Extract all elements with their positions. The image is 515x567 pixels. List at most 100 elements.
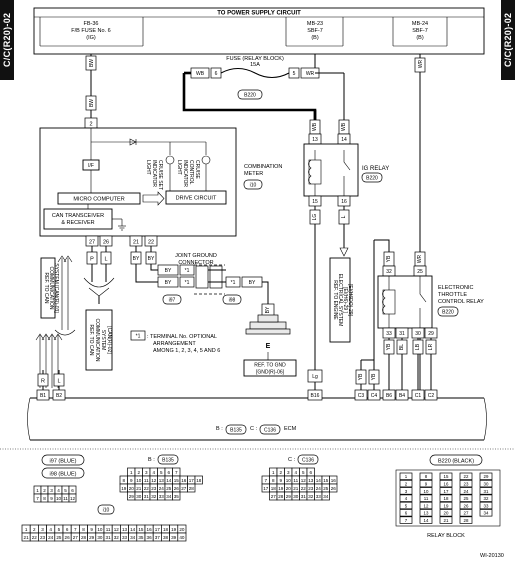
- meter-pin-2: 2: [89, 122, 92, 128]
- ig-pin-1: 13: [312, 137, 318, 143]
- pin-number: 35: [174, 494, 180, 499]
- pin-number: 9: [50, 496, 53, 501]
- wire-p: P: [90, 257, 94, 263]
- engine-ref-3: [EI(H6)-29 ]: [342, 287, 348, 313]
- etc-wire-lb: LB: [415, 343, 421, 350]
- pin-cell: [459, 501, 473, 510]
- pin-number: 15: [444, 474, 449, 479]
- pin-number: 31: [144, 494, 150, 499]
- pin-number: 34: [166, 494, 172, 499]
- can-ref1-line1: REF. TO CAN: [43, 273, 49, 304]
- pin-cell: [439, 479, 453, 488]
- ig-wire-wb-2: WB: [341, 122, 347, 131]
- ground-wire-1: BY: [165, 268, 172, 274]
- pin-number: 10: [286, 478, 292, 483]
- legend-i97: i97 (BLUE): [50, 459, 77, 465]
- pin-number: 12: [70, 496, 76, 501]
- pin-cell: [439, 501, 453, 510]
- etc-pin-3: 33: [386, 331, 392, 337]
- ground-wire-4: BY: [265, 306, 271, 313]
- figure-id: WI-20130: [480, 553, 504, 559]
- pin-cell: [419, 472, 433, 480]
- pin-number: 34: [323, 494, 329, 499]
- pin-cell: [479, 501, 493, 510]
- ground-label-e: E: [266, 343, 271, 350]
- pin-number: 3: [287, 470, 290, 475]
- etc-wire-wr: WR: [417, 254, 423, 263]
- pin-number: 20: [444, 511, 449, 516]
- pin-number: 11: [63, 496, 68, 501]
- pin-number: 24: [159, 486, 165, 491]
- ecm-pin-c4: C4: [371, 393, 378, 399]
- pin-number: 16: [331, 478, 337, 483]
- pin-number: 23: [464, 482, 469, 487]
- etc-wire-yb-bot: YB: [386, 343, 392, 350]
- relay-fuse-connector: B220: [244, 93, 256, 99]
- pin-cell: [479, 479, 493, 488]
- pin-number: 34: [130, 535, 136, 540]
- pin-cell: [479, 509, 493, 517]
- pin-number: 27: [464, 511, 469, 516]
- section-tab-left: C/C(R20)-02: [0, 0, 14, 80]
- pin-number: 7: [36, 496, 39, 501]
- pin-number: 1: [130, 470, 133, 475]
- pin-number: 30: [484, 482, 489, 487]
- pin-cell: [459, 509, 473, 517]
- pin-number: 9: [130, 478, 133, 483]
- ind-ctrl-line2: CONTROL: [188, 160, 194, 185]
- pin-number: 17: [155, 527, 161, 532]
- pin-number: 4: [57, 488, 60, 493]
- pin-number: 9: [279, 478, 282, 483]
- meter-pin-21: 21: [133, 240, 139, 246]
- ig-pin-3: 15: [312, 199, 318, 205]
- pin-number: 8: [82, 527, 85, 532]
- pin-number: 2: [33, 527, 36, 532]
- joint-ground-connector: JOINT GROUND CONNECTOR BY *1 BY *1 *1 BY…: [157, 253, 297, 377]
- pin-number: 27: [181, 486, 187, 491]
- pin-number: 29: [484, 474, 489, 479]
- pin-cell: [399, 501, 413, 510]
- pin-number: 23: [151, 486, 157, 491]
- fuse-fb36-name: F/B FUSE No. 6: [71, 28, 110, 34]
- ind-set-line3: LIGHT: [145, 160, 151, 175]
- meter-connector: i10: [250, 183, 257, 189]
- pin-number: 17: [263, 486, 269, 491]
- pin-number: 10: [97, 527, 103, 532]
- pin-number: 19: [278, 486, 284, 491]
- pin-number: 5: [64, 488, 67, 493]
- pin-number: 13: [424, 511, 429, 516]
- wire-r: R: [41, 379, 45, 385]
- pin-number: 2: [405, 482, 408, 487]
- pin-number: 1: [405, 474, 408, 479]
- pin-number: 21: [136, 486, 142, 491]
- power-supply-box: TO POWER SUPPLY CIRCUIT FB-36 F/B FUSE N…: [33, 7, 485, 55]
- fuse-mb23-type: (B): [311, 35, 319, 41]
- pin-cell: [459, 479, 473, 488]
- pin-number: 20: [129, 486, 135, 491]
- note-marker: *1: [136, 334, 141, 340]
- wire-l-meter: L: [104, 257, 107, 263]
- meter-if-label: I/F: [88, 163, 94, 169]
- pin-cell: [479, 494, 493, 502]
- pin-number: 22: [301, 486, 307, 491]
- wire-by-21: BY: [133, 256, 140, 262]
- pin-number: 27: [271, 494, 277, 499]
- pin-number: 7: [74, 527, 77, 532]
- ecm-pin-c2: C2: [428, 393, 435, 399]
- relay-fuse-pin-a: 6: [215, 71, 218, 77]
- etc-name-1: ELECTRONIC: [438, 285, 473, 291]
- ground-ref-2: [GND(R)-06]: [256, 370, 285, 376]
- ecm-prefix-b: B :: [216, 426, 223, 432]
- wire-l-ecm: L: [57, 379, 60, 385]
- pin-cell: [479, 472, 493, 480]
- pin-number: 3: [41, 527, 44, 532]
- pin-number: 22: [464, 474, 469, 479]
- pin-cell: [459, 472, 473, 480]
- legend-c136-prefix: C :: [288, 457, 296, 463]
- pin-number: 33: [159, 494, 165, 499]
